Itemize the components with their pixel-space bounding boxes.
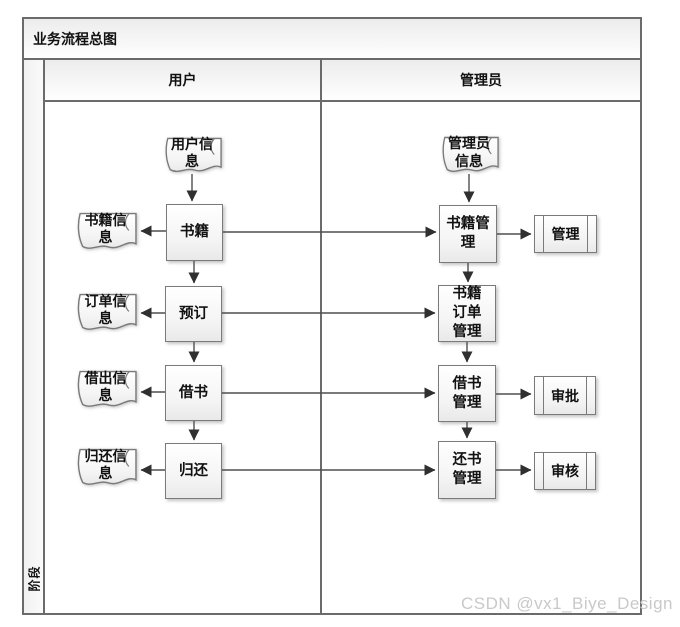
process-label: 借书 管理 [452, 375, 482, 411]
subroutine-audit: 审核 [534, 452, 596, 490]
process-label: 借书 [179, 384, 208, 401]
subroutine-approve: 审批 [534, 376, 596, 415]
process-return: 归还 [165, 443, 222, 499]
process-reserve: 预订 [165, 286, 222, 342]
document-label: 用户信 息 [171, 135, 213, 170]
document-label: 管理员 信息 [448, 135, 490, 169]
document-order-info: 订单信 息 [73, 293, 138, 332]
lane-body-admin [320, 100, 642, 615]
document-admin-info: 管理员 信息 [438, 135, 500, 174]
process-borrow: 借书 [165, 365, 222, 421]
process-label: 书籍管 理 [446, 216, 490, 251]
process-return-management: 还书 管理 [438, 441, 496, 499]
document-return-info: 归还信 息 [73, 448, 138, 487]
process-label: 预订 [179, 305, 208, 322]
process-label: 归还 [179, 462, 208, 479]
subroutine-label: 审批 [551, 387, 579, 404]
lane-header-admin-label: 管理员 [460, 72, 502, 88]
document-shape-icon [77, 293, 137, 330]
document-lend-info: 借出信 息 [73, 370, 138, 409]
document-shape-icon [165, 137, 222, 173]
subroutine-label: 审核 [551, 463, 579, 479]
document-label: 借出信 息 [84, 369, 127, 404]
document-label: 书籍信 息 [84, 211, 127, 246]
document-shape-icon [442, 136, 499, 172]
subroutine-manage: 管理 [534, 215, 597, 253]
process-books: 书籍 [166, 204, 223, 261]
process-label: 书籍 [180, 224, 209, 241]
document-shape-icon [77, 448, 137, 485]
diagram-title-bar: 业务流程总图 [22, 17, 642, 60]
document-label: 归还信 息 [84, 447, 127, 482]
document-shape-icon [77, 370, 137, 407]
lane-header-admin: 管理员 [320, 58, 642, 102]
document-user-info: 用户信 息 [161, 135, 223, 174]
csdn-watermark: CSDN @vx1_Biye_Design [460, 594, 673, 613]
subroutine-label: 管理 [551, 226, 580, 242]
process-label: 还书 管理 [452, 452, 482, 487]
process-book-order-management: 书籍 订单 管理 [438, 285, 496, 342]
document-book-info: 书籍信 息 [73, 212, 138, 251]
diagram-title: 业务流程总图 [33, 30, 117, 47]
process-label: 书籍 订单 管理 [452, 286, 482, 340]
process-book-management: 书籍管 理 [439, 205, 497, 263]
lane-header-user-label: 用户 [168, 72, 197, 88]
process-borrow-management: 借书 管理 [438, 365, 496, 422]
document-shape-icon [77, 212, 137, 249]
document-label: 订单信 息 [84, 292, 127, 327]
